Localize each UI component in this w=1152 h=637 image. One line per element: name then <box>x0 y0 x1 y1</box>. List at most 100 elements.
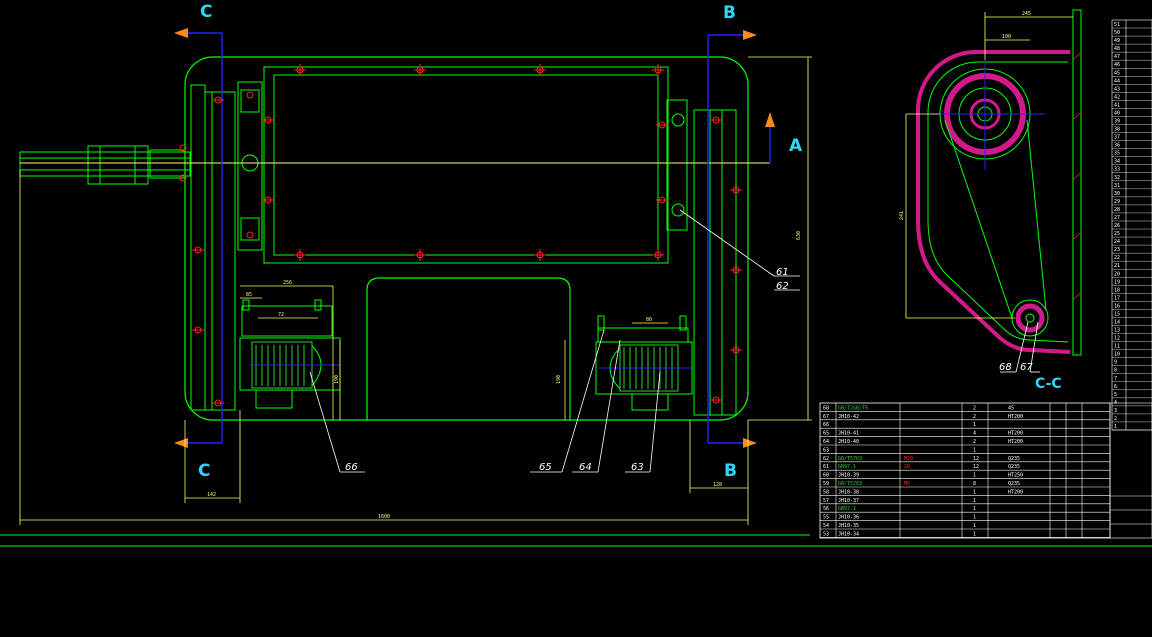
section-label-b-bottom: B <box>724 461 737 481</box>
svg-text:241: 241 <box>899 211 905 220</box>
side-row-number: 18 <box>1114 287 1120 293</box>
bom-cell-material: HT200 <box>1008 439 1023 445</box>
left-rail-inner <box>204 91 236 411</box>
side-row-number: 26 <box>1114 223 1120 229</box>
section-label-a: A <box>789 136 803 156</box>
bom-cell-code: GB/T5783 <box>838 481 862 487</box>
side-row-number: 24 <box>1114 239 1120 245</box>
svg-text:72: 72 <box>278 312 284 318</box>
side-row-number: 33 <box>1114 167 1120 173</box>
bom-cell-no: 65 <box>823 431 829 437</box>
section-label-c-bottom: C <box>198 461 210 481</box>
side-row-number: 11 <box>1114 344 1120 350</box>
side-row-number: 2 <box>1114 416 1117 422</box>
side-row-number: 16 <box>1114 303 1120 309</box>
wall-plate <box>1072 9 1082 356</box>
svg-text:245: 245 <box>1022 11 1031 17</box>
bom-cell-code: JH10-36 <box>838 515 859 521</box>
title-block-stub <box>1109 402 1152 539</box>
callout-65: 65 <box>539 462 552 473</box>
side-row-number: 22 <box>1114 255 1120 261</box>
side-row-number: 14 <box>1114 319 1120 325</box>
bom-cell-no: 61 <box>823 464 829 470</box>
belt-right <box>1026 119 1047 311</box>
section-cc-view: 245 100 241 <box>899 9 1082 373</box>
bom-cell-name: M20 <box>904 456 913 462</box>
dimension-values: 630 1600 142 128 256 85 72 80 190 190 <box>207 231 802 520</box>
bom-cell-no: 58 <box>823 489 829 495</box>
arrow-b-top <box>743 30 757 40</box>
svg-text:85: 85 <box>246 292 252 298</box>
side-row-number: 1 <box>1114 424 1117 430</box>
side-parts-column: 5150494847464544434241403938373635343332… <box>1111 19 1152 431</box>
side-row-number: 20 <box>1114 271 1120 277</box>
side-row-number: 12 <box>1114 336 1120 342</box>
bom-cell-qty: 1 <box>973 498 976 504</box>
side-row-number: 38 <box>1114 127 1120 133</box>
belt-guard-inner <box>927 61 1069 343</box>
small-pulley-hatch <box>1015 303 1045 333</box>
right-bracket <box>666 99 688 231</box>
side-rows: 5150494847464544434241403938373635343332… <box>1112 22 1152 431</box>
left-bracket-bolt-2 <box>240 217 260 241</box>
callout-62: 62 <box>776 281 789 292</box>
side-row-number: 21 <box>1114 263 1120 269</box>
arrow-c-top <box>174 28 188 38</box>
cc-dimension-values: 245 100 241 <box>899 11 1031 220</box>
bom-cell-qty: 2 <box>973 414 976 420</box>
callout-64: 64 <box>579 462 592 473</box>
arrow-c-bottom <box>174 438 188 448</box>
bom-cell-code: JH10-41 <box>838 431 859 437</box>
housing-cutout <box>366 277 571 420</box>
left-bracket-bolt-1 <box>240 89 260 113</box>
bom-cell-code: GB/T5783 <box>838 456 862 462</box>
svg-text:80: 80 <box>646 317 652 323</box>
left-bracket <box>237 81 263 251</box>
bom-cell-material: Q235 <box>1008 481 1020 487</box>
side-row-number: 39 <box>1114 119 1120 125</box>
bom-cell-code: JH10-39 <box>838 473 859 479</box>
side-row-number: 23 <box>1114 247 1120 253</box>
right-rail-outer <box>693 109 737 416</box>
svg-text:190: 190 <box>334 375 340 384</box>
side-row-number: 28 <box>1114 207 1120 213</box>
right-rail-inner <box>709 109 723 416</box>
callout-68: 68 <box>999 362 1012 373</box>
frame-inner <box>273 74 659 256</box>
bom-cell-no: 60 <box>823 473 829 479</box>
bom-cell-qty: 8 <box>973 481 976 487</box>
bom-cell-no: 53 <box>823 531 829 537</box>
side-row-number: 32 <box>1114 175 1120 181</box>
side-row-number: 10 <box>1114 352 1120 358</box>
bom-cell-no: 66 <box>823 422 829 428</box>
bom-cell-material: HT200 <box>1008 414 1023 420</box>
side-row-number: 36 <box>1114 143 1120 149</box>
motor-right <box>595 315 693 411</box>
svg-text:630: 630 <box>796 231 802 240</box>
bom-cell-qty: 1 <box>973 515 976 521</box>
bom-cell-material: Q235 <box>1008 464 1020 470</box>
svg-text:142: 142 <box>207 492 216 498</box>
side-row-number: 31 <box>1114 183 1120 189</box>
bom-cell-qty: 1 <box>973 531 976 537</box>
bom-cell-code: JH10-40 <box>838 439 859 445</box>
side-row-number: 25 <box>1114 231 1120 237</box>
bom-cell-material: 45 <box>1008 405 1014 411</box>
input-shaft <box>19 151 191 177</box>
bom-cell-material: Q235 <box>1008 456 1020 462</box>
side-row-number: 3 <box>1114 408 1117 414</box>
bom-cell-qty: 1 <box>973 422 976 428</box>
cc-dimension-lines <box>905 12 1073 319</box>
arrow-b-bottom <box>743 438 757 448</box>
bom-cell-qty: 2 <box>973 439 976 445</box>
bom-cell-name: M8 <box>904 481 910 487</box>
side-row-number: 6 <box>1114 384 1117 390</box>
side-row-number: 41 <box>1114 102 1120 108</box>
side-row-number: 27 <box>1114 215 1120 221</box>
callout-61: 61 <box>776 267 789 278</box>
arrow-a <box>765 112 775 127</box>
side-row-number: 49 <box>1114 38 1120 44</box>
bom-cell-qty: 12 <box>973 464 979 470</box>
housing-outline <box>184 56 749 421</box>
